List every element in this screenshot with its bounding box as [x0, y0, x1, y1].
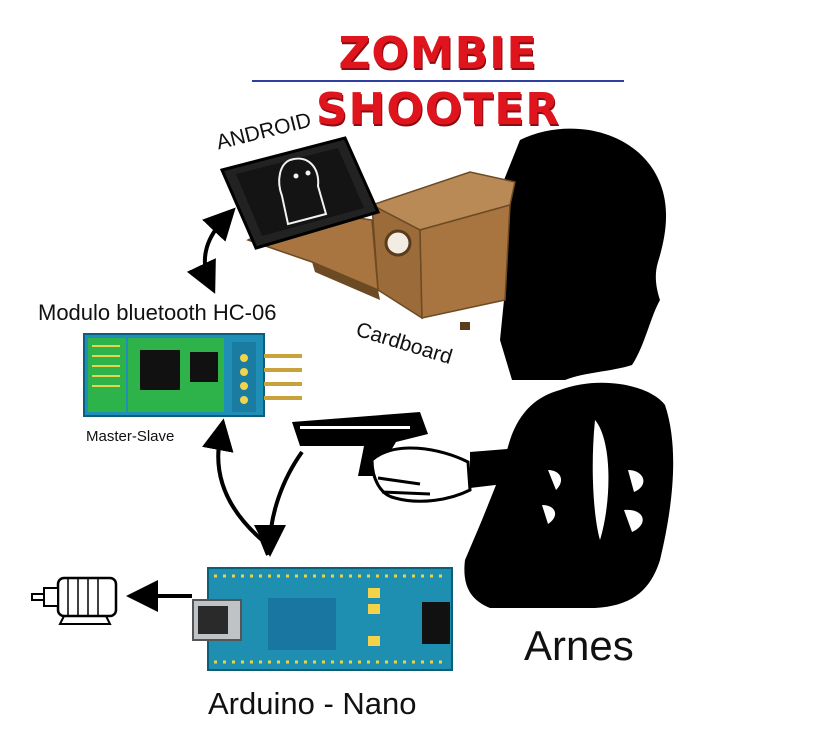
head-silhouette	[498, 128, 667, 380]
label-bluetooth-module: Modulo bluetooth HC-06	[38, 300, 277, 325]
vest-rib-3	[548, 470, 562, 490]
zombie-eye-right	[305, 170, 311, 176]
title-underline	[252, 80, 624, 82]
label-harness: Arnes	[524, 622, 634, 669]
label-arduino-nano: Arduino - Nano	[208, 686, 417, 721]
cardboard-lens	[384, 229, 412, 257]
hand	[370, 446, 472, 503]
cardboard-flap-shadow	[312, 262, 380, 300]
phone-screen	[236, 148, 364, 236]
arduino-nano-board	[192, 567, 453, 671]
arrow-phone-bluetooth	[186, 207, 236, 294]
cardboard-viewer-side	[419, 203, 511, 319]
vest-rib-4	[542, 505, 556, 524]
vest-rib-2	[624, 509, 643, 532]
bluetooth-module-hc06	[83, 333, 302, 417]
vest-rib-1	[628, 470, 644, 492]
arrow-bluetooth-arduino	[202, 418, 270, 556]
label-master-slave: Master-Slave	[86, 428, 175, 445]
page-title: ZOMBIE SHOOTER	[315, 28, 561, 135]
cardboard-nfc-tag	[460, 322, 470, 330]
hand-finger-2	[381, 490, 431, 496]
arrow-gun-arduino	[254, 450, 304, 557]
zombie-eye-left	[293, 173, 299, 179]
vest-shoulder-strap	[592, 420, 609, 540]
phone-zombie-image	[278, 157, 328, 226]
hand-finger-1	[377, 476, 421, 486]
arm	[470, 448, 520, 488]
motor-icon	[31, 576, 118, 625]
vest-silhouette	[464, 382, 674, 608]
gun-slide-highlight	[300, 426, 410, 429]
